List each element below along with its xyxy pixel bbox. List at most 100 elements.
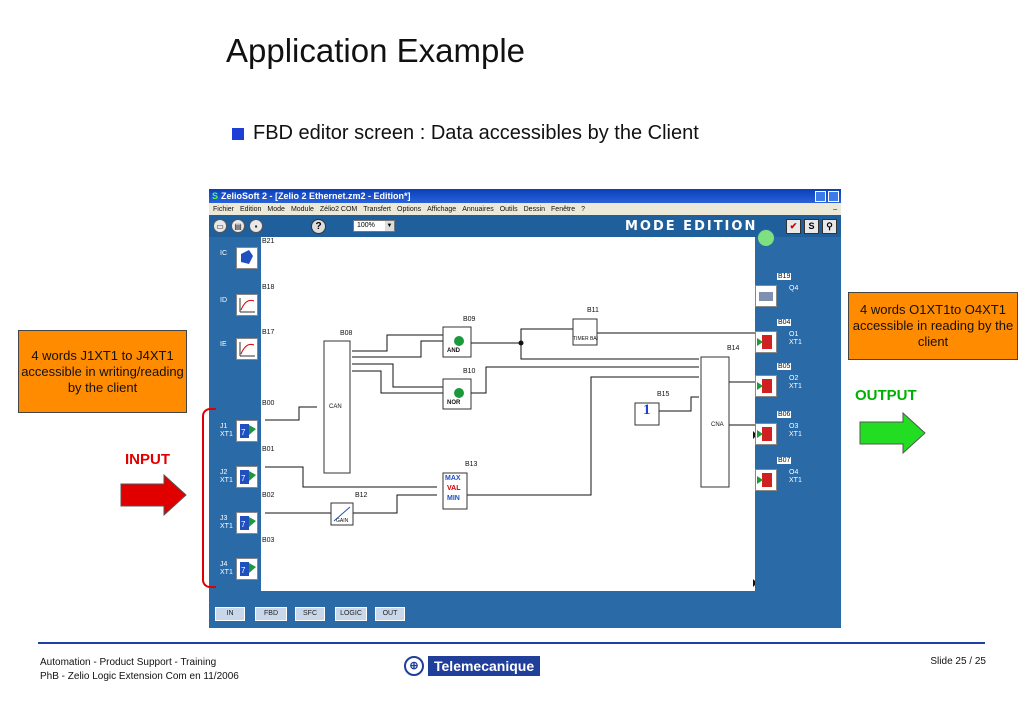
output-label-o3: O3 XT1: [789, 423, 802, 438]
j3-network-input-icon[interactable]: 7: [236, 512, 258, 534]
block-label-b21: B21: [262, 238, 275, 245]
tab-in[interactable]: IN: [215, 607, 245, 621]
bullet-item: FBD editor screen : Data accessibles by …: [232, 122, 699, 145]
menu-item-transfert[interactable]: Transfert: [363, 205, 391, 213]
menu-item-options[interactable]: Options: [397, 205, 422, 213]
menu-item-fenetre[interactable]: Fenêtre: [551, 205, 576, 213]
input-label-id: ID: [220, 297, 227, 304]
o3-network-output-icon[interactable]: [755, 423, 777, 445]
footer-line-1: Automation - Product Support - Training: [40, 657, 217, 668]
block-label-b09: B09: [463, 316, 476, 323]
zeliosoft-window: S ZelioSoft 2 - [Zelio 2 Ethernet.zm2 - …: [209, 189, 841, 628]
open-folder-icon[interactable]: ▤: [231, 219, 245, 233]
menu-item-annuaires[interactable]: Annuaires: [462, 205, 494, 213]
j1-network-input-icon[interactable]: 7: [236, 420, 258, 442]
block-label-b02: B02: [262, 492, 275, 499]
j2-network-input-icon[interactable]: 7: [236, 466, 258, 488]
brand-name: Telemecanique: [428, 656, 541, 676]
o1-network-output-icon[interactable]: [755, 331, 777, 353]
block-label-b14: B14: [727, 345, 740, 352]
id-analog-input-icon[interactable]: [236, 294, 258, 316]
menu-bar: Fichier Edition Mode Module Zélio2 COM T…: [209, 203, 841, 215]
output-label-o2: O2 XT1: [789, 375, 802, 390]
telemecanique-logo: ⊕ Telemecanique: [404, 656, 541, 676]
new-file-icon[interactable]: ▭: [213, 219, 227, 233]
ic-input-icon[interactable]: [236, 247, 258, 269]
output-arrow-icon: [859, 412, 926, 454]
constant-value[interactable]: 1: [643, 402, 651, 418]
output-block-b05: B05: [777, 363, 792, 370]
slide-number: Slide 25 / 25: [930, 656, 986, 667]
ie-analog-input-icon[interactable]: [236, 338, 258, 360]
q4-output-icon[interactable]: [755, 285, 777, 307]
menu-item-mode[interactable]: Mode: [267, 205, 285, 213]
min-label: MIN: [447, 495, 460, 502]
close-button[interactable]: [828, 190, 839, 202]
input-column: IC ID IE J1 XT1 7 J2 XT1 7 J3 XT1 7 J4 X…: [209, 237, 261, 599]
tab-out[interactable]: OUT: [375, 607, 405, 621]
toolbar: ▭ ▤ ▪ ? 100% ▼ MODE EDITION ✔ S ⚲: [209, 215, 841, 237]
max-label[interactable]: MAX: [445, 475, 461, 482]
input-label-j3: J3 XT1: [220, 515, 233, 530]
gain-block-label[interactable]: GAIN: [336, 518, 349, 524]
window-title: ZelioSoft 2 - [Zelio 2 Ethernet.zm2 - Ed…: [221, 191, 411, 201]
output-block-b04: B04: [777, 319, 792, 326]
j4-network-input-icon[interactable]: 7: [236, 558, 258, 580]
svg-text:7: 7: [241, 474, 246, 483]
output-label-o4: O4 XT1: [789, 469, 802, 484]
svg-text:7: 7: [241, 520, 246, 529]
input-label-j4: J4 XT1: [220, 561, 233, 576]
slide-title: Application Example: [226, 32, 525, 69]
help-button[interactable]: ?: [311, 219, 326, 234]
search-icon[interactable]: ⚲: [822, 219, 837, 234]
menu-item-module[interactable]: Module: [290, 205, 314, 213]
zoom-value: 100%: [357, 222, 375, 229]
footer-info: Automation - Product Support - Training …: [40, 656, 239, 684]
menu-item-dessin[interactable]: Dessin: [523, 205, 546, 213]
timer-block-label[interactable]: TIMER BAI: [573, 336, 599, 342]
tab-logic[interactable]: LOGIC: [335, 607, 367, 621]
menu-item-affichage[interactable]: Affichage: [427, 205, 457, 213]
view-tab-bar: IN FBD SFC LOGIC OUT: [209, 599, 841, 628]
input-bracket: [202, 408, 216, 588]
menu-item-zelio2com[interactable]: Zélio2 COM: [319, 205, 358, 213]
block-label-b08: B08: [340, 330, 353, 337]
restore-button[interactable]: [815, 190, 826, 202]
svg-text:7: 7: [241, 428, 246, 437]
menu-minimize-button[interactable]: –: [833, 205, 837, 213]
output-block-b06: B06: [777, 411, 792, 418]
menu-item-help[interactable]: ?: [581, 205, 586, 213]
cna-block-label[interactable]: CNA: [711, 422, 724, 428]
menu-item-fichier[interactable]: Fichier: [213, 205, 235, 213]
block-label-b03: B03: [262, 537, 275, 544]
input-label: INPUT: [125, 451, 170, 468]
tab-fbd[interactable]: FBD: [255, 607, 287, 621]
zoom-select[interactable]: 100% ▼: [353, 220, 395, 232]
output-label-q4: Q4: [789, 285, 799, 292]
output-callout: 4 words O1XT1to O4XT1 accessible in read…: [848, 292, 1018, 360]
block-label-b15: B15: [657, 391, 670, 398]
and-block-label[interactable]: AND: [447, 348, 460, 354]
block-label-b18: B18: [262, 284, 275, 291]
menu-item-outils[interactable]: Outils: [499, 205, 518, 213]
menu-item-edition[interactable]: Edition: [240, 205, 262, 213]
tab-sfc[interactable]: SFC: [295, 607, 325, 621]
output-column: B19 Q4 B04 O1 XT1 B05 O2 XT1 B06 O3 XT1 …: [755, 229, 841, 599]
o4-network-output-icon[interactable]: [755, 469, 777, 491]
block-label-b17: B17: [262, 329, 275, 336]
simulation-button[interactable]: S: [804, 219, 819, 234]
input-callout: 4 words J1XT1 to J4XT1 accessible in wri…: [18, 330, 187, 413]
can-block-label[interactable]: CAN: [329, 404, 342, 410]
block-label-b01: B01: [262, 446, 275, 453]
block-label-b11: B11: [587, 307, 599, 314]
save-icon[interactable]: ▪: [249, 219, 263, 233]
nor-block-label[interactable]: NOR: [447, 400, 461, 406]
input-label-ic: IC: [220, 250, 227, 257]
telemecanique-mark-icon: ⊕: [404, 656, 424, 676]
status-led-icon: [757, 229, 775, 247]
fbd-canvas[interactable]: B21 B18 B17 B00 B01 B02 B03: [261, 237, 755, 591]
chevron-down-icon[interactable]: ▼: [385, 221, 394, 231]
mode-edition-label: MODE EDITION: [625, 219, 758, 234]
edit-mode-icon[interactable]: ✔: [786, 219, 801, 234]
o2-network-output-icon[interactable]: [755, 375, 777, 397]
